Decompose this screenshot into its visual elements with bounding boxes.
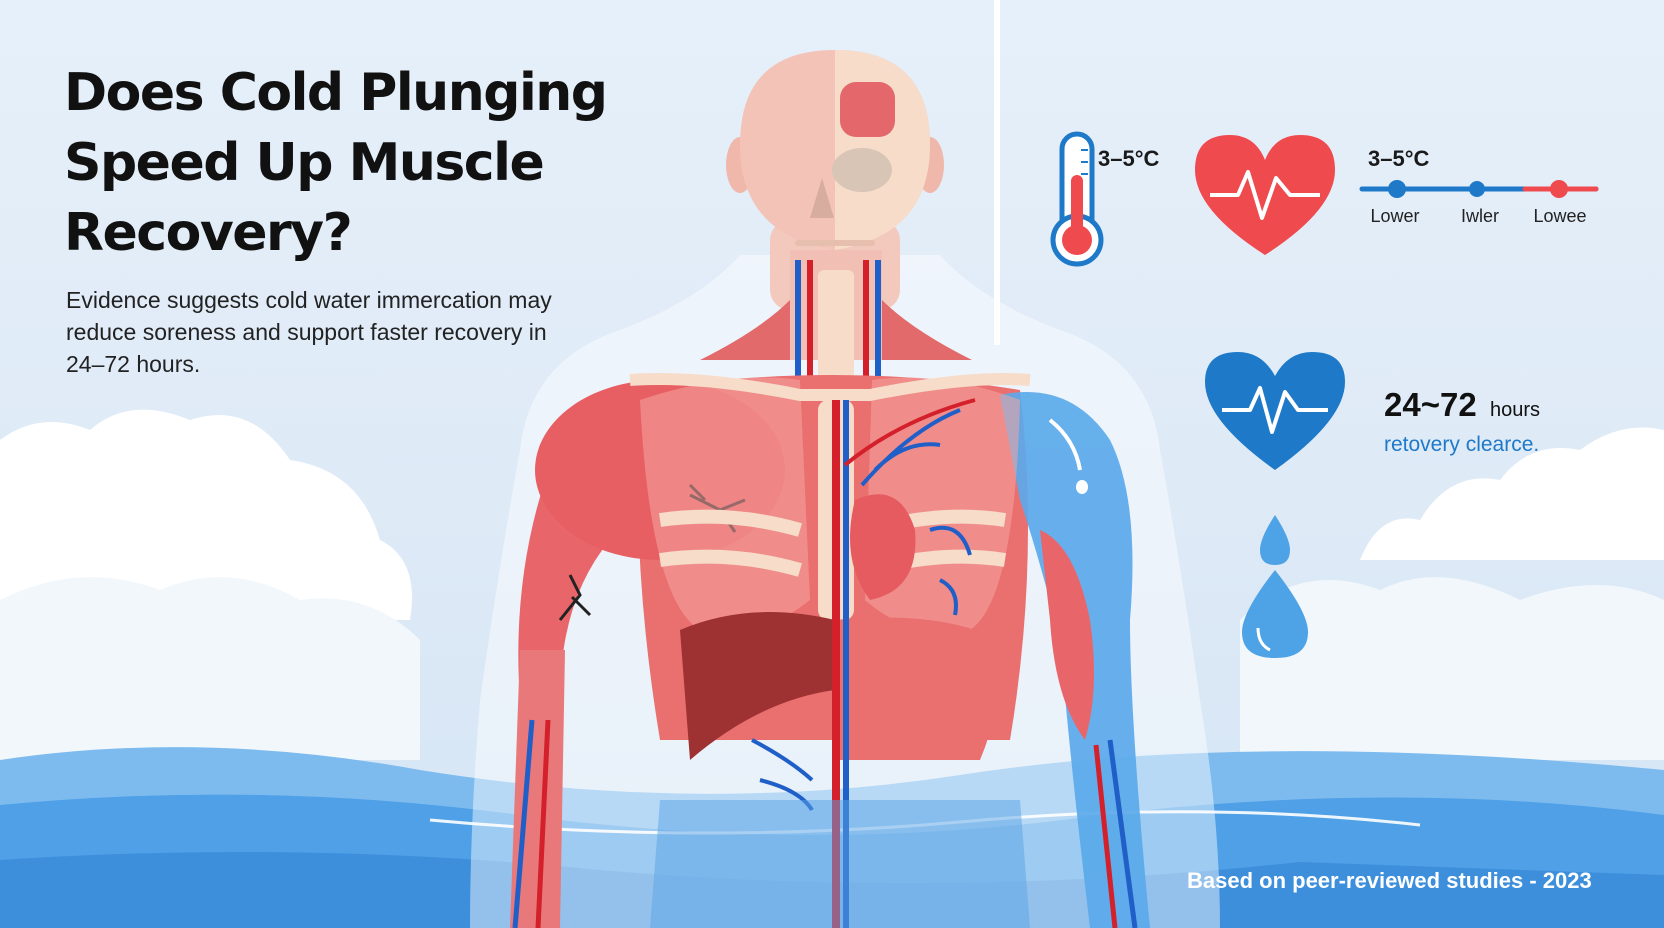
page-subtitle: Evidence suggests cold water immercation… [66,287,552,377]
clouds-right [1240,427,1664,760]
recovery-time-unit: hours [1490,399,1541,421]
page-title: Does Cold Plunging Speed Up Muscle Recov… [64,63,608,263]
thermometer-icon [1050,131,1104,267]
water-drop-icon [1242,515,1308,658]
heart-pulse-icon [1205,352,1345,470]
scale-dot-3 [1550,180,1568,198]
scale-label-3: Lowee [1533,206,1587,226]
recovery-time-value: 24~72 [1384,386,1477,423]
scale-label-2: Iwler [1460,206,1500,226]
left-arm-cold [1000,392,1150,928]
liver [680,612,835,760]
scale-temp-label: 3–5°C [1368,146,1430,171]
recovery-caption: retovery clearce. [1384,433,1540,456]
scale-label-1: Lower [1370,206,1420,226]
scale-dot-2 [1469,181,1485,197]
temperature-scale [1359,180,1599,198]
thermometer-temp-label: 3–5°C [1098,146,1160,171]
heart-pulse-icon [1195,135,1335,255]
source-footnote: Based on peer-reviewed studies - 2023 [1187,868,1592,893]
submerged-lower-body [650,800,1030,928]
scale-dot-1 [1388,180,1406,198]
abdomen [835,617,1001,760]
clouds-left [0,409,420,760]
heart-organ [850,494,916,600]
